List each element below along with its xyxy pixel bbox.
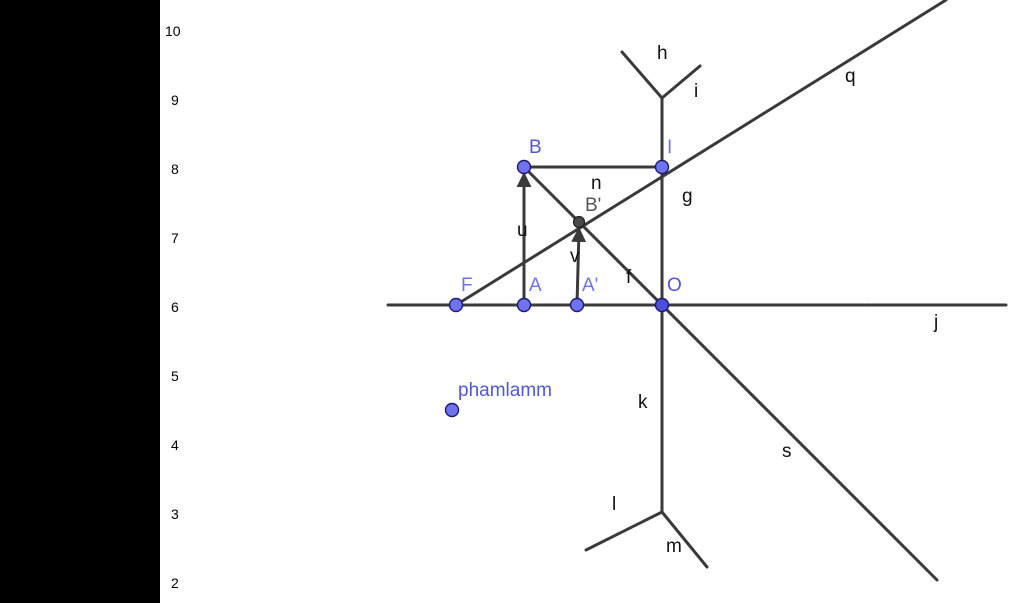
y-tick-8: 8	[171, 161, 179, 177]
label-B: B	[529, 137, 542, 158]
y-tick-9: 9	[171, 92, 179, 108]
y-tick-3: 3	[171, 506, 179, 522]
line-m[interactable]	[660, 510, 709, 569]
y-tick-10: 10	[165, 23, 181, 39]
label-v: v	[570, 246, 580, 267]
y-axis-ticks: 10 9 8 7 6 5 4 3 2	[165, 23, 181, 591]
y-tick-5: 5	[171, 368, 179, 384]
label-g: g	[682, 186, 693, 207]
point-A-prime[interactable]	[569, 297, 585, 313]
label-A-prime: A'	[582, 275, 598, 296]
y-tick-4: 4	[171, 437, 179, 453]
label-B-prime: B'	[585, 195, 601, 216]
label-u: u	[517, 220, 528, 241]
y-tick-2: 2	[171, 575, 179, 591]
line-h[interactable]	[620, 50, 664, 100]
label-A: A	[529, 275, 542, 296]
y-tick-7: 7	[171, 230, 179, 246]
label-s: s	[782, 441, 792, 462]
label-l: l	[612, 494, 616, 515]
line-l[interactable]	[584, 510, 664, 552]
label-f: f	[626, 267, 632, 288]
vector-v[interactable]	[571, 227, 587, 307]
label-phamlamm: phamlamm	[458, 380, 552, 401]
label-O: O	[667, 275, 682, 296]
line-s[interactable]	[522, 165, 939, 582]
label-m: m	[666, 536, 682, 557]
axis-dot	[866, 303, 870, 307]
point-A[interactable]	[516, 297, 532, 313]
label-h: h	[657, 43, 668, 64]
line-q[interactable]	[454, 0, 948, 307]
point-O[interactable]	[654, 297, 670, 313]
point-F[interactable]	[448, 297, 464, 313]
point-phamlamm[interactable]	[444, 402, 460, 418]
label-q: q	[845, 66, 856, 87]
point-B-prime[interactable]	[572, 215, 586, 229]
line-i[interactable]	[660, 64, 702, 100]
label-i: i	[694, 81, 698, 102]
label-n: n	[591, 173, 602, 194]
label-F: F	[461, 275, 473, 296]
point-I[interactable]	[654, 159, 670, 175]
y-tick-6: 6	[171, 299, 179, 315]
label-k: k	[638, 392, 648, 413]
label-I: I	[667, 137, 672, 158]
label-j: j	[933, 312, 938, 333]
point-B[interactable]	[516, 159, 532, 175]
left-panel	[0, 0, 160, 603]
